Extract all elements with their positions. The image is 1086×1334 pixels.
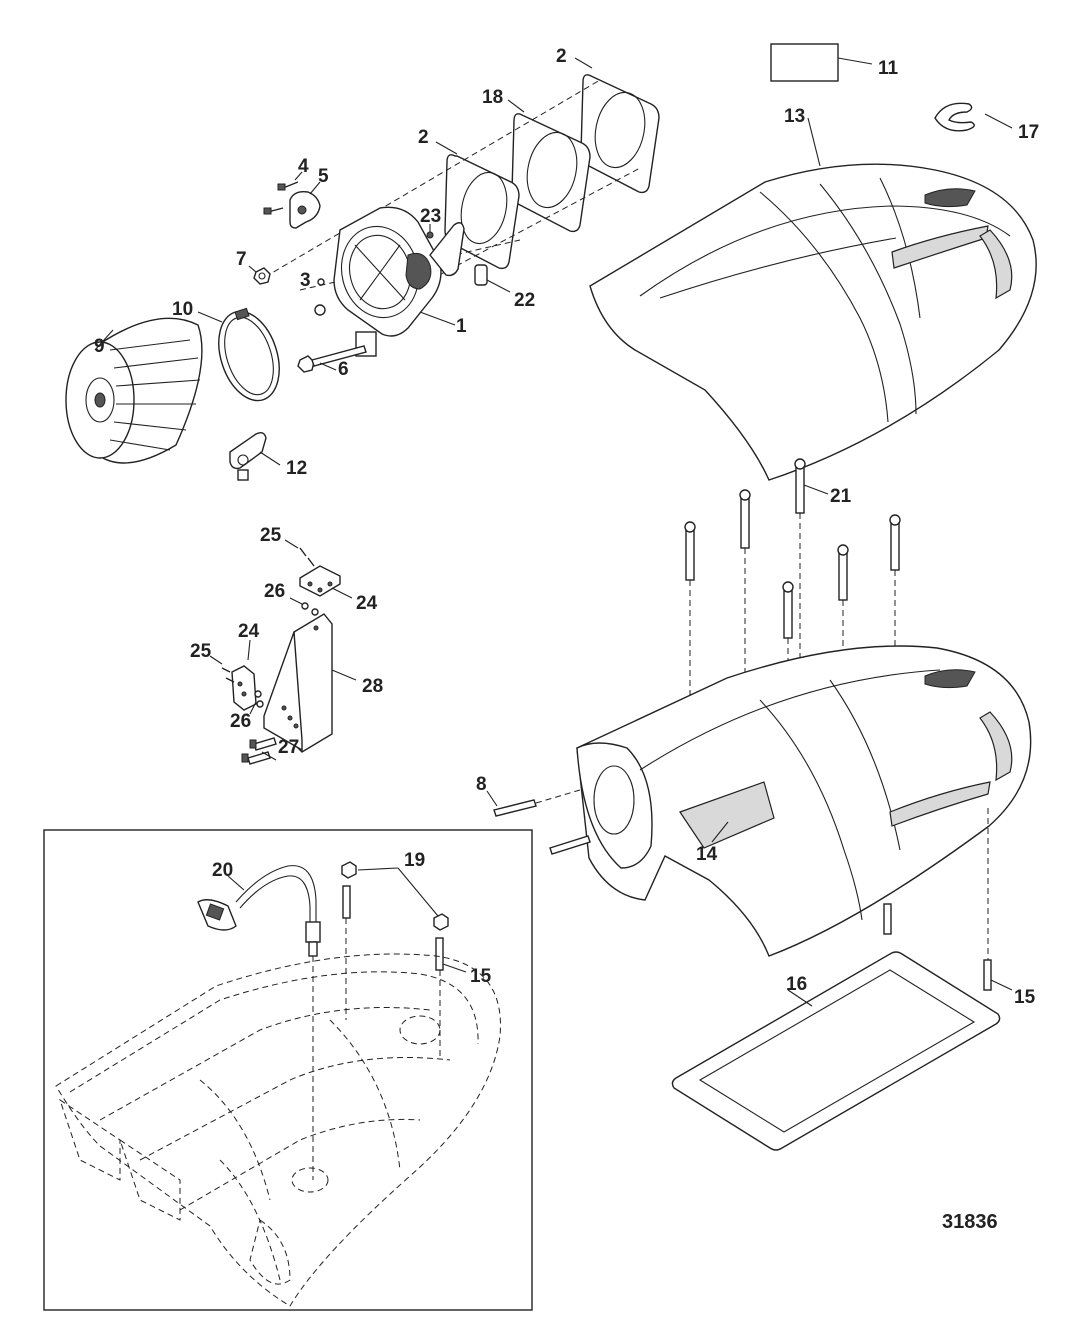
callout-9: 9 [94,336,105,357]
part-26-washers-lower [249,690,264,715]
part-11-label-plate [770,43,873,82]
callout-20: 20 [212,860,233,881]
part-18-gasket-middle [507,99,591,233]
callout-22: 22 [514,290,535,311]
part-1-throttle-body [333,206,465,357]
inset-box [43,829,533,1311]
part-12-bracket [229,431,281,481]
part-19-nuts [341,861,449,931]
part-8-studs [486,790,591,855]
callout-23: 23 [420,206,441,227]
part-24-bracket-upper [299,565,353,599]
callout-26: 26 [230,711,251,732]
callout-2: 2 [556,46,567,67]
part-4-screw [263,171,303,215]
part-25-screws-lower [209,655,235,683]
part-26-washers-upper [289,597,319,616]
part-6-bolt [297,345,367,373]
callout-26: 26 [264,581,285,602]
callout-6: 6 [338,359,349,380]
part-5-throttle-position-sensor [289,181,321,229]
part-24-bracket-lower [231,639,257,711]
callout-24: 24 [238,621,260,642]
callout-10: 10 [172,299,193,320]
part-17-clip [934,102,1013,132]
callout-4: 4 [298,156,309,177]
callout-14: 14 [696,844,718,865]
part-13-plenum-cover [589,117,1037,481]
callout-13: 13 [784,106,805,127]
part-27-bolts [241,737,277,765]
callout-21: 21 [830,486,852,507]
callout-8: 8 [476,774,487,795]
part-22-pin [474,264,511,293]
callout-25: 25 [260,525,282,546]
callout-labels: 11 2 18 2 4 5 23 7 3 22 10 1 9 6 12 13 1… [94,46,1039,1233]
part-9-air-filter [65,317,203,464]
callout-7: 7 [236,249,247,270]
part-15-studs-inset [342,885,467,973]
callout-2: 2 [418,127,429,148]
callout-17: 17 [1018,122,1039,143]
callout-28: 28 [362,676,383,697]
callout-27: 27 [278,737,299,758]
figure-id: 31836 [942,1211,998,1233]
callout-24: 24 [356,593,378,614]
callout-3: 3 [300,270,311,291]
part-28-mount-bracket [263,613,357,753]
callout-12: 12 [286,458,307,479]
part-20-sensor [197,865,321,957]
callout-16: 16 [786,974,807,995]
part-2-gasket-rear [574,57,660,194]
part-23-ball [426,231,434,239]
callout-11: 11 [878,58,899,79]
part-7-nut [248,265,271,285]
part-14-lower-plenum [576,645,1032,957]
part-nut-small [314,304,326,316]
callout-1: 1 [456,316,467,337]
part-21-bolts [684,458,901,639]
callout-15: 15 [1014,987,1036,1008]
callout-18: 18 [482,87,503,108]
callout-5: 5 [318,166,329,187]
part-16-gasket [671,951,1001,1151]
part-10-clamp [197,307,280,402]
callout-25: 25 [190,641,212,662]
part-3-washer [317,278,325,286]
callout-19: 19 [404,850,425,871]
callout-15: 15 [470,966,492,987]
inset-plenum-phantom [55,953,501,1307]
